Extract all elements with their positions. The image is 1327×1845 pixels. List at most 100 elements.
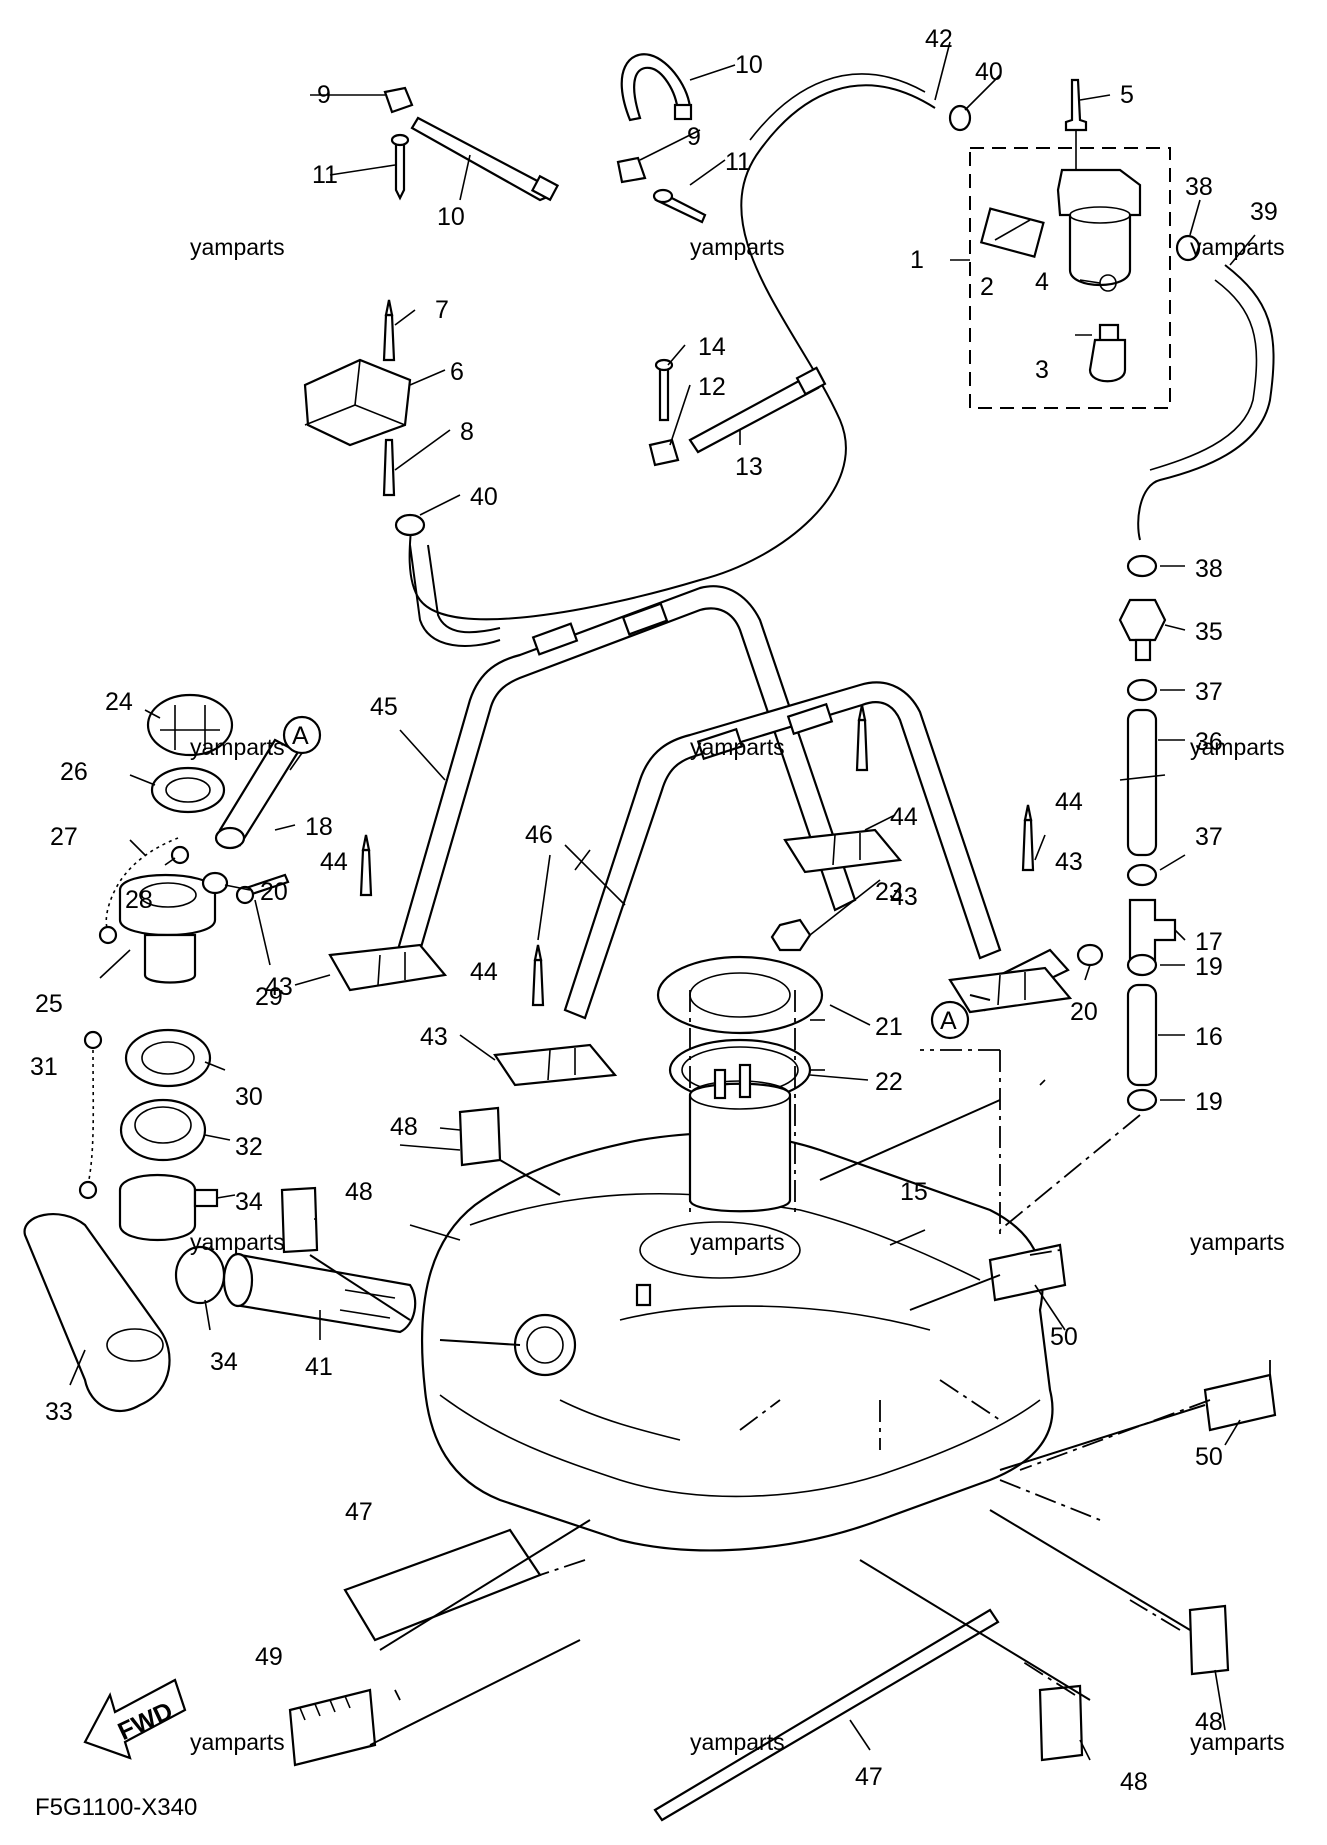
diagram-code: F5G1100-X340 [35, 1794, 197, 1821]
drain-plug-3 [1088, 323, 1127, 383]
clamp-34-upper-screw [193, 1188, 219, 1208]
callout-34-lower: 34 [210, 1348, 238, 1376]
tank-vent-nipple [635, 1283, 652, 1307]
callout-43-b: 43 [420, 1023, 448, 1051]
hose-39-inner [1149, 279, 1258, 471]
cap-24 [146, 693, 234, 757]
rivet-11-left [394, 138, 406, 201]
callout-28: 28 [125, 886, 153, 914]
chain-27-ring [98, 925, 118, 945]
holder-43-c [783, 828, 903, 874]
gasket-26 [150, 766, 226, 814]
hose-39 [1137, 264, 1275, 541]
callout-38-lower: 38 [1195, 555, 1223, 583]
watermark: yamparts [690, 234, 785, 260]
callout-11-mid: 11 [725, 148, 751, 176]
seal-30-inner [141, 1041, 195, 1075]
ref-A-top-leader [289, 752, 303, 771]
callout-21: 21 [875, 1013, 903, 1041]
tie-10-left [410, 116, 554, 202]
callout-32: 32 [235, 1133, 263, 1161]
callout-42: 42 [925, 25, 953, 53]
rivet-44-d [1021, 818, 1035, 872]
clamp-38-top [1175, 234, 1201, 262]
callout-14: 14 [698, 333, 726, 361]
rivet-8 [382, 438, 396, 497]
callout-20-right: 20 [1070, 998, 1098, 1026]
callout-40-top: 40 [975, 58, 1003, 86]
rivet-44-c [855, 718, 869, 772]
pad-47-bottom [653, 1608, 1000, 1822]
callout-23: 23 [875, 878, 903, 906]
hose-36-break [1119, 774, 1166, 781]
assembly-lines [309, 994, 1206, 1741]
clamp-19-upper [1126, 953, 1158, 977]
vent-6-edge [304, 359, 406, 426]
rivet-44-c-tip [857, 704, 867, 722]
callout-17: 17 [1195, 928, 1223, 956]
clamp-20-right [1076, 943, 1104, 967]
rivet-11-left-head [390, 133, 410, 147]
callout-1: 1 [910, 246, 924, 274]
hose-vent [409, 544, 501, 647]
filter-group-dashed-box [969, 147, 1171, 409]
callout-44-d: 44 [1055, 788, 1083, 816]
seal-30 [124, 1028, 212, 1088]
watermark: yamparts [1190, 234, 1285, 260]
clip-9-mid [616, 156, 647, 184]
flange-21 [656, 955, 824, 1035]
strap-45 [393, 585, 857, 970]
callout-24: 24 [105, 688, 133, 716]
callout-45: 45 [370, 693, 398, 721]
pad-50-b [1203, 1373, 1277, 1432]
rivet-44-a [359, 848, 373, 897]
callout-48-d: 48 [1195, 1708, 1223, 1736]
callout-7: 7 [435, 296, 449, 324]
hose-33 [23, 1213, 171, 1413]
ref-marker-A-bottom [930, 1000, 970, 1040]
callout-34-upper: 34 [235, 1188, 263, 1216]
callout-46: 46 [525, 821, 553, 849]
strap-45-tab-a [531, 622, 579, 656]
screw-28 [170, 845, 190, 865]
callout-22: 22 [875, 1068, 903, 1096]
nut-32-inner [134, 1106, 192, 1144]
holder-43-d-hook [997, 972, 1026, 1006]
rivet-11-mid-head [652, 188, 674, 204]
watermark: yamparts [690, 734, 785, 760]
strap-45-tab-b [621, 602, 669, 636]
rivet-14-head [654, 358, 674, 372]
callout-12: 12 [698, 373, 726, 401]
tie-13-head [795, 366, 827, 396]
clamp-37-lower [1126, 863, 1158, 887]
holder-43-d [948, 966, 1073, 1014]
callout-31: 31 [30, 1053, 58, 1081]
callout-10-top: 10 [735, 51, 763, 79]
check-valve-35 [1118, 598, 1167, 642]
rivet-7 [382, 313, 396, 362]
washer-31 [83, 1030, 103, 1050]
holder-43-a [328, 943, 448, 992]
callout-40-vent: 40 [470, 483, 498, 511]
pad-50-a [988, 1243, 1067, 1302]
holder-43-b [493, 1043, 618, 1087]
clamp-20-left [201, 871, 229, 895]
fwd-arrow: FWD [83, 1678, 187, 1760]
hose-42-inner [749, 73, 926, 141]
watermark: yamparts [1190, 1229, 1285, 1255]
tank-filler-port [513, 1313, 577, 1377]
watermarks: yamparts yamparts yamparts yamparts yamp… [190, 234, 1285, 1755]
holder-43-c-hook [832, 833, 861, 866]
callout-35: 35 [1195, 618, 1223, 646]
strap-46-tab-a [696, 727, 744, 761]
bolt-5 [1064, 78, 1088, 132]
hose-16 [1126, 983, 1158, 1087]
callout-30: 30 [235, 1083, 263, 1111]
tee-joint-17 [1128, 898, 1177, 962]
screw-29-head [235, 885, 255, 905]
callout-43-a: 43 [265, 973, 293, 1001]
callout-13: 13 [735, 453, 763, 481]
callout-48-b: 48 [345, 1178, 373, 1206]
callout-39: 39 [1250, 198, 1278, 226]
clamp-38-lower [1126, 554, 1158, 578]
